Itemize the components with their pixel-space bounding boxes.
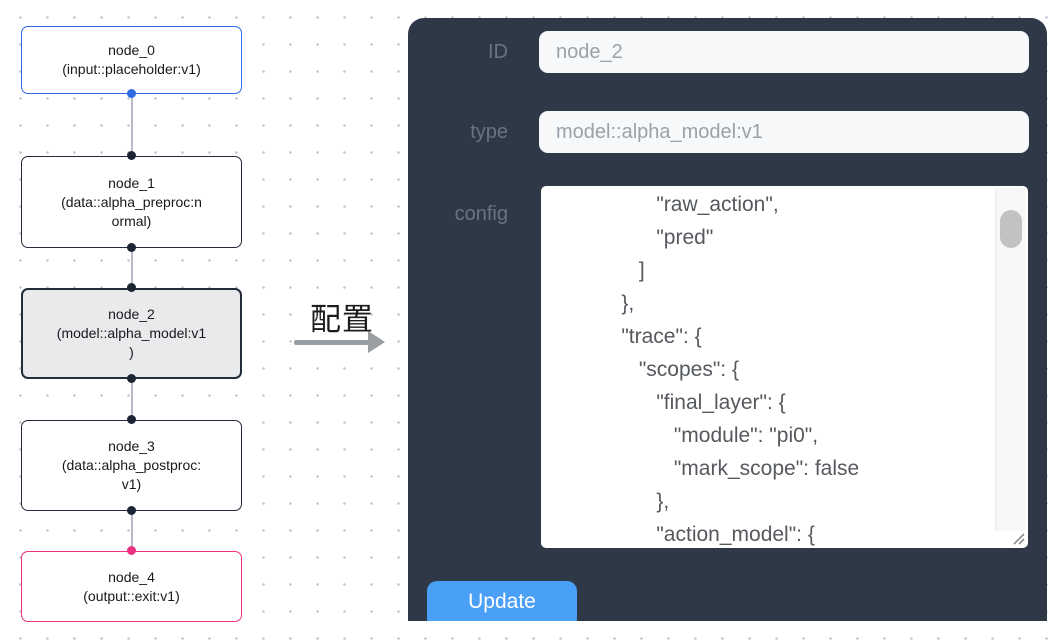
node-4-label: node_4 (output::exit:v1) (83, 568, 180, 604)
node-1-label: node_1 (data::alpha_preproc:n ormal) (61, 174, 202, 229)
edge-node0-node1[interactable] (130, 94, 133, 156)
configure-arrow-head-icon (368, 331, 385, 353)
node-4[interactable]: node_4 (output::exit:v1) (21, 551, 242, 622)
edge-node3-node4[interactable] (130, 511, 133, 551)
node-3-label: node_3 (data::alpha_postproc: v1) (61, 438, 202, 492)
node-2-input-port[interactable] (127, 283, 136, 292)
node-1[interactable]: node_1 (data::alpha_preproc:n ormal) (21, 156, 242, 248)
node-0-label: node_0 (input::placeholder:v1) (62, 42, 201, 77)
node-2-selected[interactable]: node_2 (model::alpha_model:v1 ) (21, 288, 242, 379)
node-3-input-port[interactable] (127, 415, 136, 424)
node-2-label: node_2 (model::alpha_model:v1 ) (56, 306, 207, 360)
edge-node2-node3[interactable] (130, 379, 133, 420)
config-field-label: config (454, 203, 508, 225)
resize-handle-icon[interactable] (1010, 530, 1025, 545)
type-field-label: type (470, 121, 508, 143)
node-2-output-port[interactable] (127, 374, 136, 383)
node-1-input-port[interactable] (127, 151, 136, 160)
id-field-label: ID (488, 41, 508, 63)
config-scrollbar-thumb[interactable] (1000, 210, 1022, 248)
node-3-output-port[interactable] (127, 506, 136, 515)
configure-arrow (294, 340, 370, 345)
config-json-text[interactable]: "raw_action", "pred" ] }, "trace": { "sc… (621, 193, 860, 546)
type-input[interactable] (539, 111, 1029, 153)
configure-annotation: 配置 (310, 302, 374, 337)
node-4-input-port[interactable] (127, 546, 136, 555)
node-0-output-port[interactable] (127, 89, 136, 98)
edge-node1-node2[interactable] (130, 248, 133, 288)
config-scrollbar[interactable] (995, 188, 1026, 531)
config-panel: ID type config "raw_action", "pred" ] },… (408, 18, 1047, 621)
id-input[interactable] (539, 31, 1029, 73)
config-editor[interactable]: "raw_action", "pred" ] }, "trace": { "sc… (541, 186, 1028, 548)
node-0[interactable]: node_0 (input::placeholder:v1) (21, 26, 242, 94)
update-button[interactable]: Update (427, 581, 577, 621)
node-3[interactable]: node_3 (data::alpha_postproc: v1) (21, 420, 242, 511)
node-1-output-port[interactable] (127, 243, 136, 252)
